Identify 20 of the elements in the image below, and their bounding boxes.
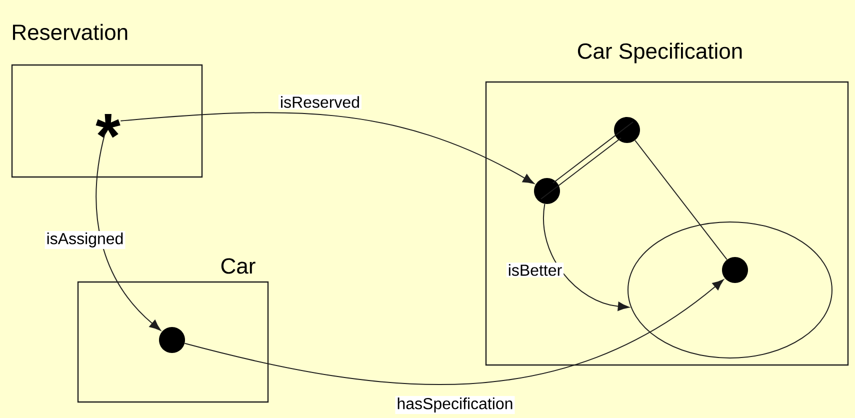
edge-label: isBetter xyxy=(506,262,564,278)
connector xyxy=(120,112,534,184)
box-heading: Car xyxy=(221,258,256,274)
connector xyxy=(184,279,724,385)
connector xyxy=(634,140,728,260)
box-heading: Car Specification xyxy=(578,42,742,64)
connector xyxy=(542,204,630,311)
asterisk-symbol: * xyxy=(96,114,120,138)
dot xyxy=(614,117,640,143)
dot xyxy=(534,178,560,204)
edge-label: hasSpecification xyxy=(395,396,515,414)
edge-label: isAssigned xyxy=(44,231,126,249)
connector xyxy=(96,132,161,331)
connector xyxy=(552,122,634,184)
dot xyxy=(159,326,185,353)
dot xyxy=(722,257,748,283)
box-heading: Reservation xyxy=(13,24,128,40)
edge-label: isReserved xyxy=(278,94,362,110)
connector xyxy=(540,138,622,200)
ellipse xyxy=(628,222,832,358)
